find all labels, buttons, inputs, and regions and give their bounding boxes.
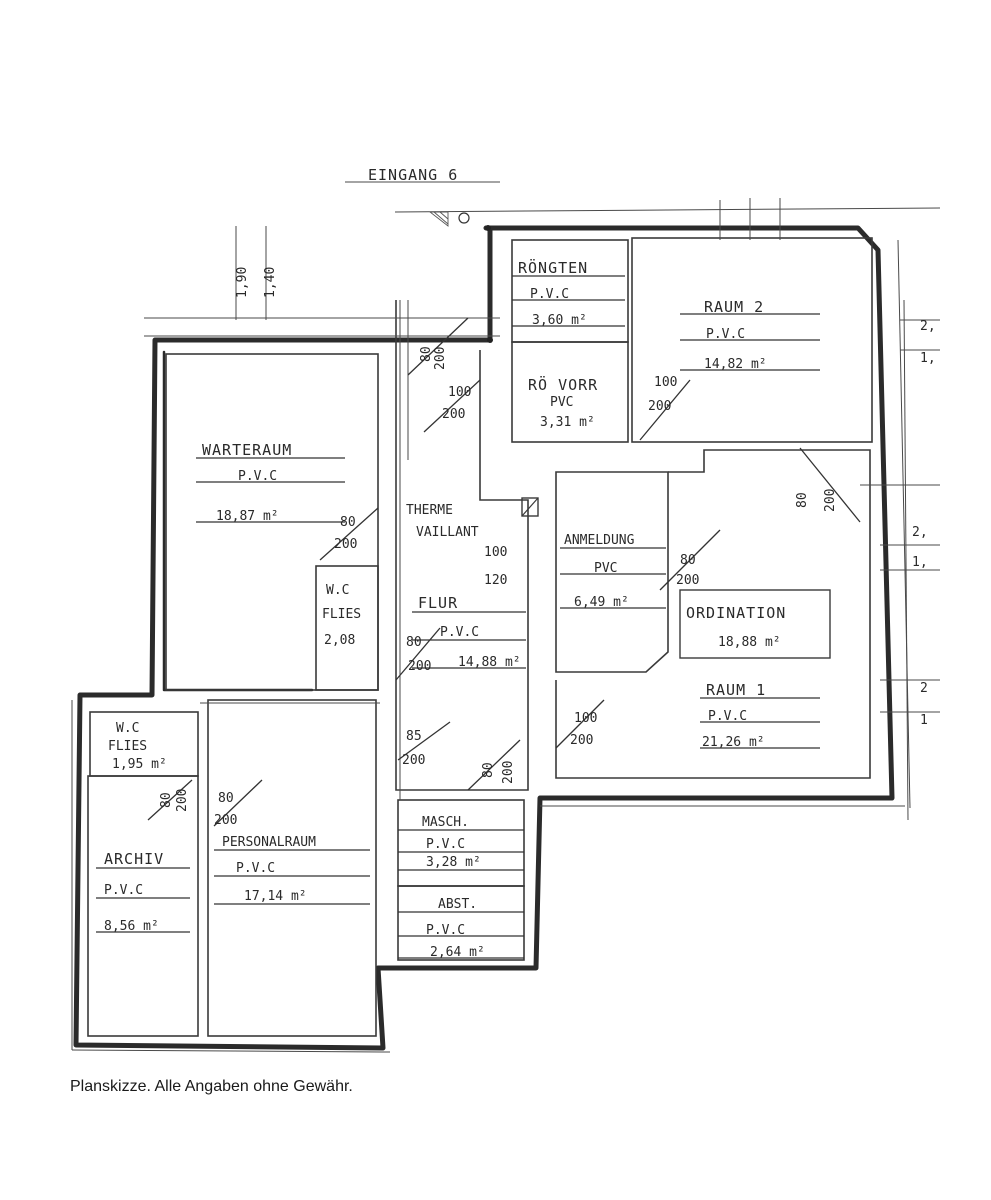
entrance-label: EINGANG 6: [368, 166, 458, 184]
abst-floor: P.V.C: [426, 923, 465, 938]
wc-left-floor: FLIES: [108, 739, 147, 754]
svg-text:200: 200: [570, 733, 593, 748]
svg-text:1,: 1,: [912, 555, 928, 570]
door-marks: [147, 317, 861, 827]
anmeldung-name: ANMELDUNG: [564, 533, 635, 548]
wc-top-floor: FLIES: [322, 607, 361, 622]
svg-text:200: 200: [442, 407, 465, 422]
svg-text:80: 80: [481, 762, 496, 778]
svg-text:200: 200: [648, 399, 671, 414]
masch-floor: P.V.C: [426, 837, 465, 852]
svg-text:80: 80: [680, 553, 696, 568]
personalraum-name: PERSONALRAUM: [222, 835, 316, 850]
raum1-name: RAUM 1: [706, 681, 766, 699]
svg-text:80: 80: [340, 515, 356, 530]
flur-floor: P.V.C: [440, 625, 479, 640]
plan-caption: Planskizze. Alle Angaben ohne Gewähr.: [70, 1078, 353, 1095]
svg-text:80: 80: [419, 346, 434, 362]
entrance-marker: [428, 211, 493, 343]
svg-text:80: 80: [159, 792, 174, 808]
wc-left-name: W.C: [116, 721, 139, 736]
personalraum-floor: P.V.C: [236, 861, 275, 876]
roentgen-area: 3,60 m²: [532, 313, 587, 328]
svg-text:100: 100: [484, 545, 507, 560]
roentgen-floor: P.V.C: [530, 287, 569, 302]
room-outlines: [87, 237, 873, 1037]
svg-text:200: 200: [175, 789, 190, 812]
svg-text:1: 1: [920, 713, 928, 728]
svg-text:200: 200: [408, 659, 431, 674]
label-underlines: [96, 275, 820, 959]
svg-text:2,: 2,: [920, 319, 936, 334]
rovorr-area: 3,31 m²: [540, 415, 595, 430]
personalraum-area: 17,14 m²: [244, 889, 307, 904]
masch-area: 3,28 m²: [426, 855, 481, 870]
archiv-area: 8,56 m²: [104, 919, 159, 934]
flur-name: FLUR: [418, 594, 458, 612]
svg-text:100: 100: [448, 385, 471, 400]
svg-text:1,40: 1,40: [263, 267, 278, 298]
abst-area: 2,64 m²: [430, 945, 485, 960]
archiv-floor: P.V.C: [104, 883, 143, 898]
wc-top-area: 2,08: [324, 633, 355, 648]
ordination-area: 18,88 m²: [718, 635, 781, 650]
svg-text:100: 100: [654, 375, 677, 390]
masch-name: MASCH.: [422, 815, 469, 830]
rovorr-floor: PVC: [550, 395, 573, 410]
svg-text:200: 200: [402, 753, 425, 768]
therme-name: THERME: [406, 503, 453, 518]
svg-text:200: 200: [501, 761, 516, 784]
svg-text:1,: 1,: [920, 351, 936, 366]
raum2-area: 14,82 m²: [704, 357, 767, 372]
svg-text:1,90: 1,90: [235, 267, 250, 298]
raum2-floor: P.V.C: [706, 327, 745, 342]
svg-text:80: 80: [795, 492, 810, 508]
warteraum-floor: P.V.C: [238, 469, 277, 484]
warteraum-name: WARTERAUM: [202, 441, 292, 459]
archiv-name: ARCHIV: [104, 850, 164, 868]
svg-text:200: 200: [676, 573, 699, 588]
svg-text:120: 120: [484, 573, 507, 588]
raum1-area: 21,26 m²: [702, 735, 765, 750]
wc-left-area: 1,95 m²: [112, 757, 167, 772]
svg-text:200: 200: [214, 813, 237, 828]
anmeldung-floor: PVC: [594, 561, 617, 576]
sketch-construction-lines: [71, 181, 941, 1053]
room-labels: RÖNGTEN P.V.C 3,60 m² RAUM 2 P.V.C 14,82…: [104, 258, 786, 960]
wc-top-name: W.C: [326, 583, 349, 598]
svg-text:80: 80: [406, 635, 422, 650]
dimension-labels: 1,90 1,40 80 200 100 200 100 200 80 200 …: [159, 267, 936, 828]
warteraum-area: 18,87 m²: [216, 509, 279, 524]
ordination-name: ORDINATION: [686, 604, 786, 622]
svg-text:2,: 2,: [912, 525, 928, 540]
raum1-floor: P.V.C: [708, 709, 747, 724]
abst-name: ABST.: [438, 897, 477, 912]
therme-sub: VAILLANT: [416, 525, 479, 540]
svg-text:200: 200: [433, 347, 448, 370]
raum2-name: RAUM 2: [704, 298, 764, 316]
roentgen-name: RÖNGTEN: [518, 258, 588, 277]
svg-text:85: 85: [406, 729, 422, 744]
flur-area: 14,88 m²: [458, 655, 521, 670]
svg-text:200: 200: [334, 537, 357, 552]
svg-text:EINGANG 6: EINGANG 6: [368, 166, 458, 184]
svg-text:2: 2: [920, 681, 928, 696]
svg-text:100: 100: [574, 711, 597, 726]
svg-text:200: 200: [823, 489, 838, 512]
anmeldung-area: 6,49 m²: [574, 595, 629, 610]
rovorr-name: RÖ VORR: [528, 375, 598, 394]
svg-text:80: 80: [218, 791, 234, 806]
